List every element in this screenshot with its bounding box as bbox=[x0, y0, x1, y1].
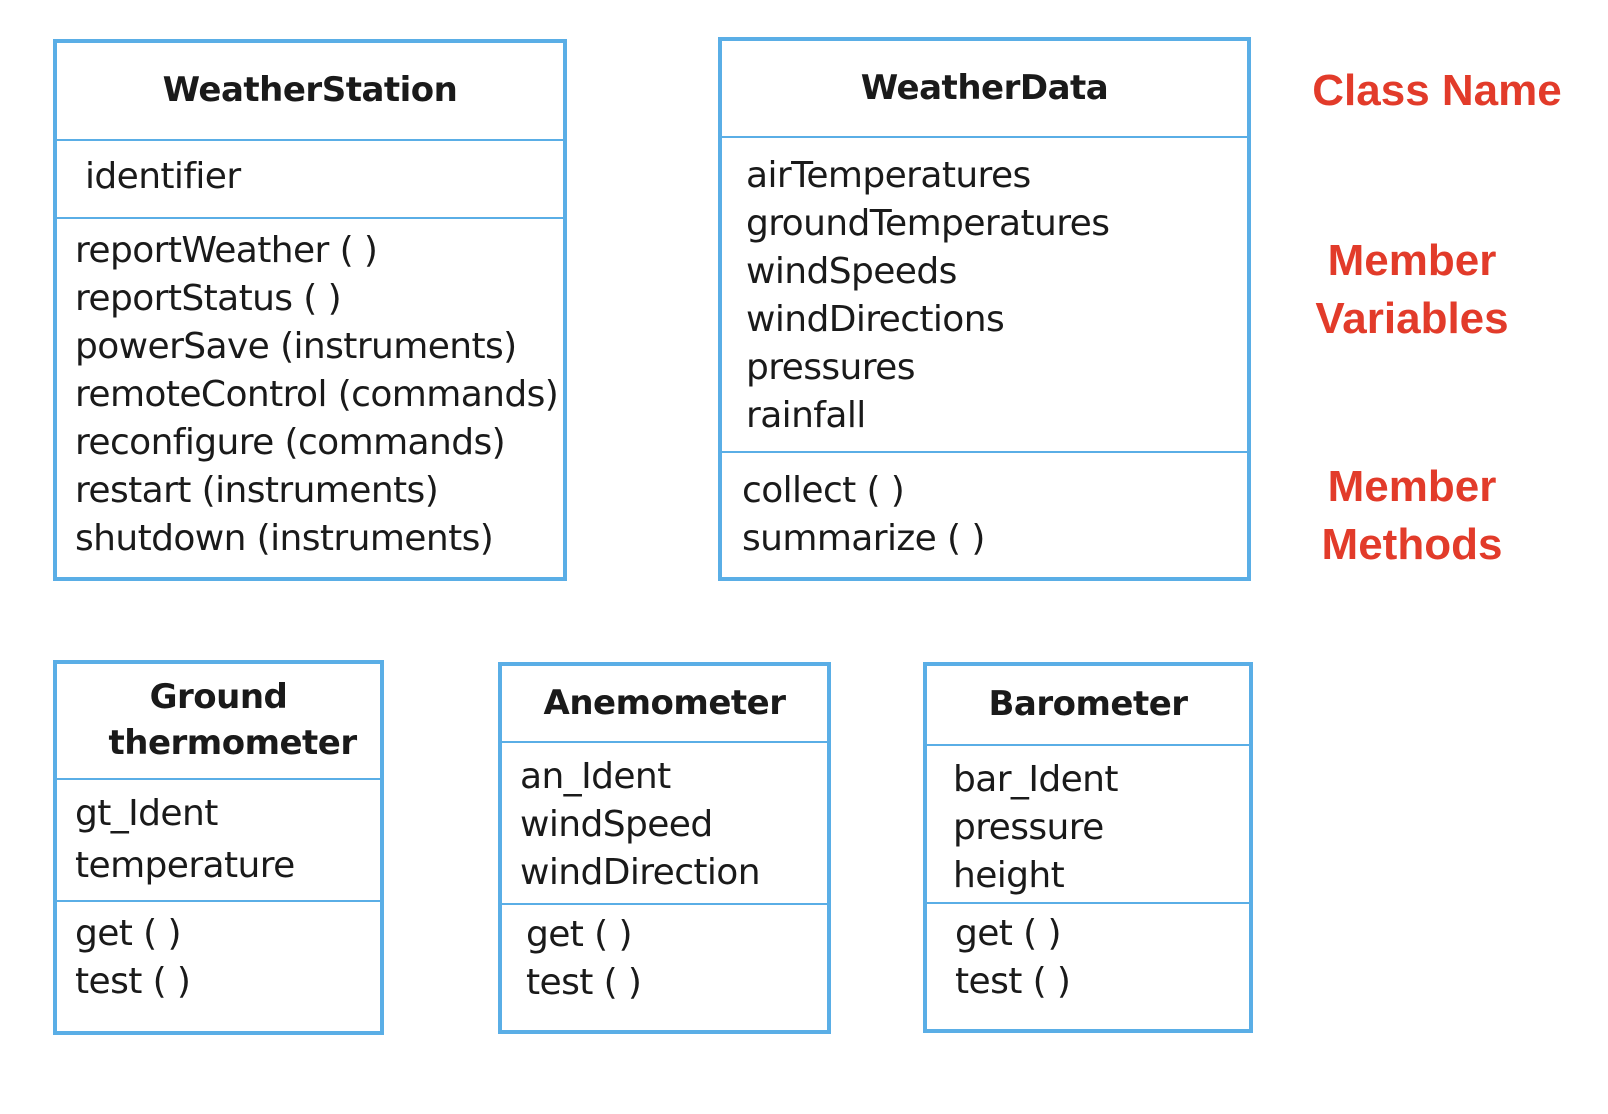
class-name-section: WeatherData bbox=[722, 41, 1247, 138]
method: reportStatus ( ) bbox=[75, 278, 342, 319]
methods-section: get ( ) test ( ) bbox=[57, 902, 380, 1031]
method: remoteControl (commands) bbox=[75, 374, 559, 415]
attribute: windSpeed bbox=[520, 804, 713, 845]
attribute: bar_Ident bbox=[953, 759, 1118, 800]
method: reportWeather ( ) bbox=[75, 230, 378, 271]
attribute: windSpeeds bbox=[746, 251, 957, 292]
class-name-section: Barometer bbox=[927, 666, 1249, 746]
class-weatherstation: WeatherStation identifier reportWeather … bbox=[53, 39, 567, 581]
attributes-section: airTemperatures groundTemperatures windS… bbox=[722, 138, 1247, 453]
class-name-section: WeatherStation bbox=[57, 43, 563, 141]
attribute: rainfall bbox=[746, 395, 866, 436]
class-barometer: Barometer bar_Ident pressure height get … bbox=[923, 662, 1253, 1033]
attribute: pressures bbox=[746, 347, 915, 388]
attribute: groundTemperatures bbox=[746, 203, 1110, 244]
legend-member-variables: Member Variables bbox=[1315, 236, 1509, 343]
method: get ( ) bbox=[75, 913, 182, 954]
method: reconfigure (commands) bbox=[75, 422, 506, 463]
method: restart (instruments) bbox=[75, 470, 439, 511]
class-weatherdata: WeatherData airTemperatures groundTemper… bbox=[718, 37, 1251, 581]
attribute: windDirections bbox=[746, 299, 1005, 340]
class-name: Barometer bbox=[988, 684, 1188, 725]
method: summarize ( ) bbox=[742, 518, 985, 559]
methods-section: get ( ) test ( ) bbox=[502, 905, 827, 1030]
class-anemometer: Anemometer an_Ident windSpeed windDirect… bbox=[498, 662, 831, 1034]
method: test ( ) bbox=[526, 962, 642, 1003]
method: test ( ) bbox=[75, 961, 191, 1002]
methods-section: get ( ) test ( ) bbox=[927, 904, 1249, 1029]
attribute: pressure bbox=[953, 807, 1104, 848]
attributes-section: bar_Ident pressure height bbox=[927, 746, 1249, 904]
attribute: temperature bbox=[75, 845, 295, 886]
attribute: gt_Ident bbox=[75, 793, 218, 834]
legend-class-name: Class Name bbox=[1312, 66, 1562, 115]
methods-section: collect ( ) summarize ( ) bbox=[722, 453, 1247, 577]
class-name-section: Ground thermometer bbox=[57, 664, 380, 780]
method: collect ( ) bbox=[742, 470, 905, 511]
attribute: windDirection bbox=[520, 852, 761, 893]
attributes-section: identifier bbox=[57, 141, 563, 219]
attribute: airTemperatures bbox=[746, 155, 1031, 196]
class-name: WeatherData bbox=[860, 67, 1109, 108]
method: shutdown (instruments) bbox=[75, 518, 494, 559]
class-name: WeatherStation bbox=[162, 70, 458, 111]
attribute: an_Ident bbox=[520, 756, 671, 797]
method: get ( ) bbox=[526, 914, 633, 955]
legend-member-methods: Member Methods bbox=[1321, 462, 1503, 569]
attribute: identifier bbox=[85, 156, 241, 197]
class-name: Ground thermometer bbox=[108, 677, 358, 763]
class-name-section: Anemometer bbox=[502, 666, 827, 743]
method: powerSave (instruments) bbox=[75, 326, 517, 367]
method: test ( ) bbox=[955, 961, 1071, 1002]
methods-section: reportWeather ( ) reportStatus ( ) power… bbox=[57, 219, 563, 577]
class-name: Anemometer bbox=[543, 682, 786, 723]
class-ground-thermometer: Ground thermometer gt_Ident temperature … bbox=[53, 660, 384, 1035]
attributes-section: gt_Ident temperature bbox=[57, 780, 380, 902]
method: get ( ) bbox=[955, 913, 1062, 954]
attributes-section: an_Ident windSpeed windDirection bbox=[502, 743, 827, 905]
attribute: height bbox=[953, 855, 1065, 896]
